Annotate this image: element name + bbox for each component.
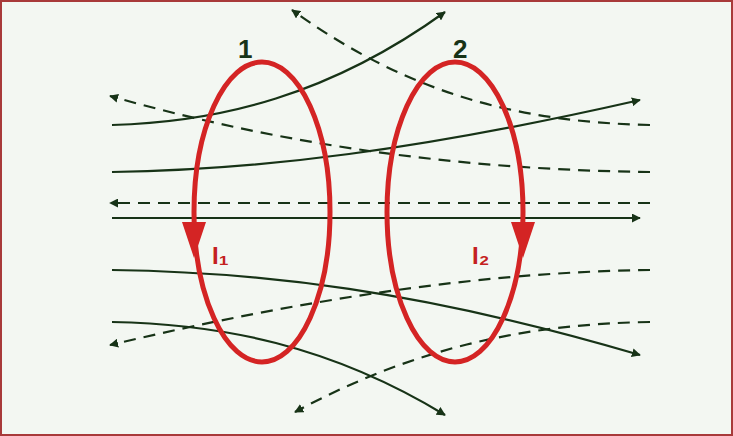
loop-number: 2 (453, 36, 467, 62)
current-loop (194, 62, 330, 362)
solid-field-lines (112, 12, 640, 415)
current-loops (194, 62, 523, 362)
dashed-field-lines (110, 10, 650, 412)
current-label: I₂ (470, 243, 491, 269)
current-arrow (511, 222, 535, 258)
current-arrow (182, 222, 206, 258)
current-loop (387, 62, 523, 362)
current-label: I₁ (210, 243, 231, 269)
loop-number: 1 (238, 36, 252, 62)
